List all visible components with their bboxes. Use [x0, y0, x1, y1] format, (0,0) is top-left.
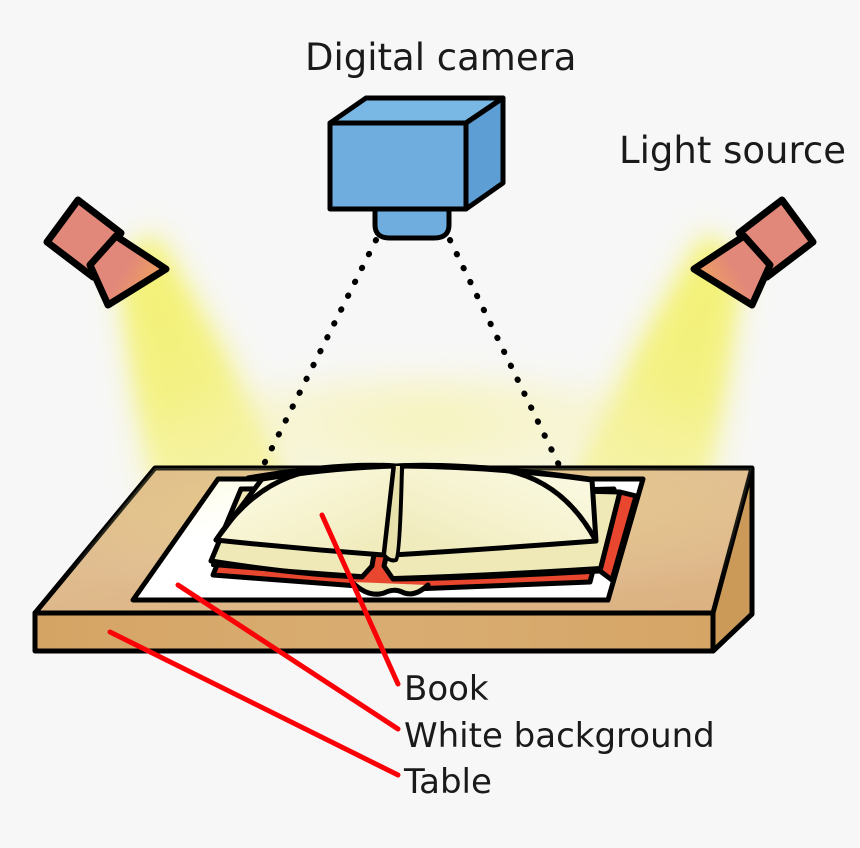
leader-line-white-background — [175, 582, 401, 732]
light-source-left[interactable] — [43, 196, 170, 309]
book-page-fan-left — [211, 563, 362, 578]
book-page-fan-right — [392, 566, 602, 580]
lamp-head-right — [690, 232, 774, 309]
book-spine-dip — [349, 579, 431, 597]
label-book: Book — [404, 669, 489, 709]
lamp-head-left — [86, 232, 170, 309]
leader-line-book — [319, 512, 401, 687]
camera-field-of-view-left — [255, 237, 379, 479]
book-page-right — [389, 463, 599, 558]
label-digital-camera: Digital camera — [305, 36, 576, 79]
book-spine-gutter — [382, 465, 404, 563]
book-cover-right-edge — [597, 489, 639, 583]
leader-lines — [107, 512, 401, 778]
camera-lens — [372, 205, 452, 241]
camera-front-face — [327, 120, 469, 212]
open-book[interactable] — [208, 462, 639, 597]
label-table: Table — [403, 762, 492, 802]
leader-line-table — [107, 629, 401, 778]
label-light-source: Light source — [619, 129, 846, 172]
digital-camera[interactable] — [327, 95, 506, 241]
book-top-sheet-curve — [245, 462, 593, 482]
light-source-right[interactable] — [690, 196, 817, 309]
label-white-background: White background — [404, 716, 715, 756]
